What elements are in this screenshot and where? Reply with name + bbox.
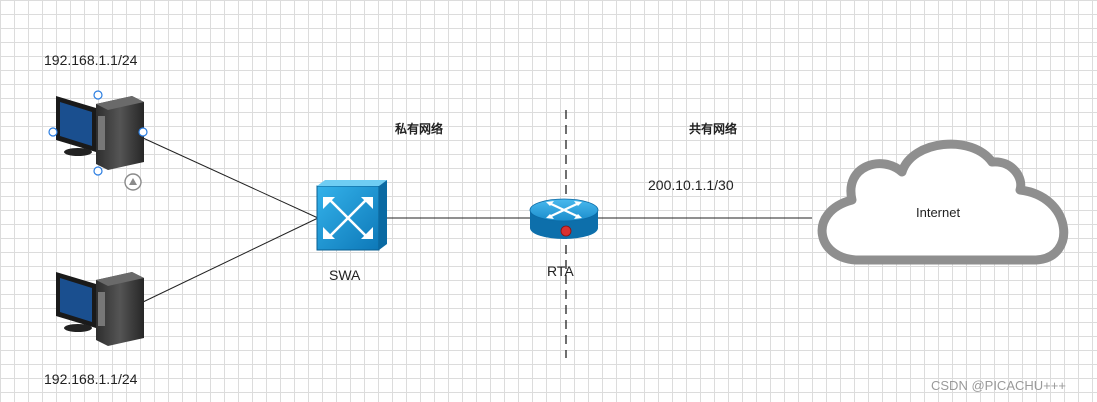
router-label: RTA bbox=[547, 263, 574, 279]
switch-label: SWA bbox=[329, 267, 361, 283]
handle-right[interactable] bbox=[138, 127, 148, 137]
selection-handles[interactable] bbox=[48, 90, 148, 176]
cloud-icon bbox=[817, 139, 1069, 265]
handle-bottom[interactable] bbox=[93, 166, 103, 176]
router-status-dot bbox=[560, 225, 572, 237]
private-network-label: 私有网络 bbox=[395, 122, 444, 136]
pc-top-ip-label: 192.168.1.1/24 bbox=[44, 52, 138, 68]
public-network-label: 共有网络 bbox=[689, 122, 738, 136]
wan-ip-label: 200.10.1.1/30 bbox=[648, 177, 734, 193]
handle-left[interactable] bbox=[48, 127, 58, 137]
router-icon[interactable] bbox=[529, 198, 599, 239]
pc-bottom[interactable] bbox=[56, 272, 144, 346]
rotate-icon[interactable] bbox=[124, 173, 142, 191]
watermark: CSDN @PICACHU+++ bbox=[931, 378, 1066, 393]
cloud-label: Internet bbox=[916, 205, 961, 220]
link-pc1-switch bbox=[142, 137, 319, 219]
pc-bottom-ip-label: 192.168.1.1/24 bbox=[44, 371, 138, 387]
links bbox=[142, 137, 812, 303]
link-pc2-switch bbox=[142, 217, 319, 303]
switch-icon[interactable] bbox=[316, 180, 387, 251]
handle-top[interactable] bbox=[93, 90, 103, 100]
pc-top[interactable] bbox=[56, 96, 144, 170]
